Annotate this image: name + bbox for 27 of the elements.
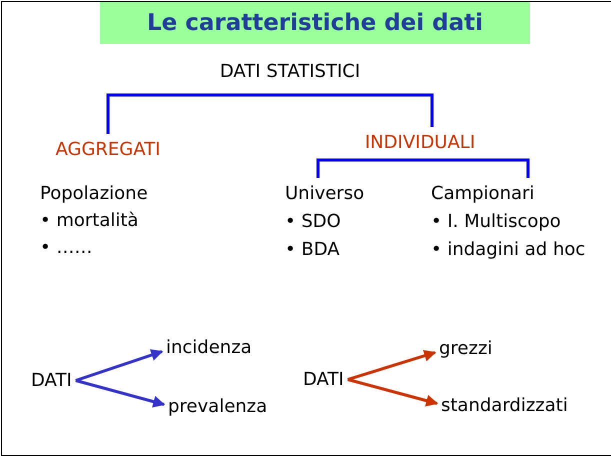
category-label: grezzi [439,335,519,363]
list-item: • SDO [285,210,342,234]
list-item: • mortalità [40,209,138,233]
title: Le caratteristiche dei dati [100,2,530,44]
group-heading: Campionari [431,182,536,206]
category-label: DATI [31,367,93,395]
category-label: prevalenza [168,393,288,421]
bracket-line [420,158,530,178]
list-item: • …… [40,236,92,260]
arrow [75,349,164,382]
arrow [347,350,436,381]
category-label: DATI [303,366,365,394]
bracket-line [106,94,290,134]
category-label: AGGREGATI [38,136,178,164]
heading-label: DATI STATISTICI [195,58,385,86]
list-item: • BDA [285,238,341,262]
category-label: INDIVIDUALI [345,129,495,157]
bracket-line [316,158,420,178]
list-item: • indagini ad hoc [431,238,586,262]
group-heading: Universo [285,182,366,206]
arrow [347,378,438,406]
arrow [75,379,166,408]
bracket-line [290,94,434,127]
list-item: • I. Multiscopo [431,210,562,234]
category-label: incidenza [166,334,276,362]
group-heading: Popolazione [40,182,148,206]
category-label: standardizzati [441,392,601,420]
